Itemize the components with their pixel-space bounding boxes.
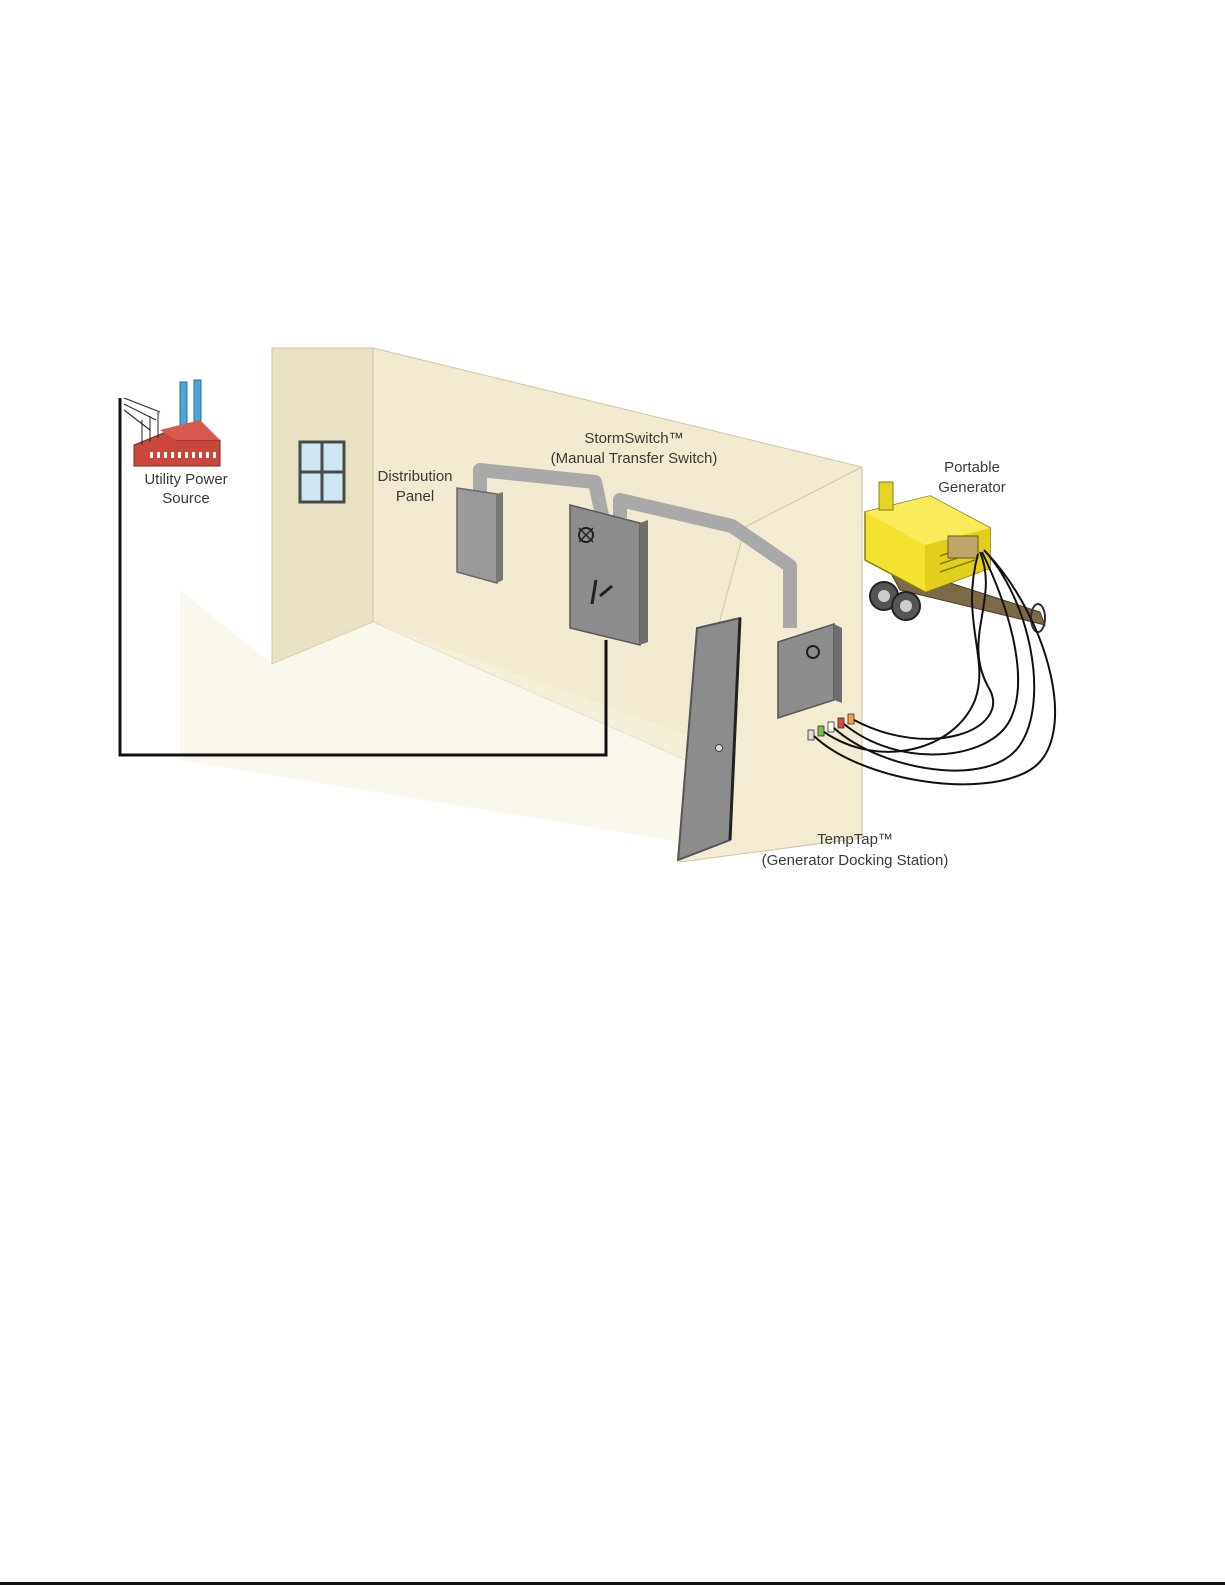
window-icon — [300, 442, 344, 502]
stormswitch-label-line1: StormSwitch™ — [584, 430, 683, 447]
back-wall-left — [272, 348, 373, 664]
generator-label-line1: Portable — [944, 459, 1000, 476]
generator-icon — [865, 482, 1045, 632]
stormswitch-panel — [570, 505, 648, 645]
distribution-label-line1: Distribution — [377, 468, 452, 485]
stormswitch-label-line2: (Manual Transfer Switch) — [551, 450, 718, 467]
utility-label-line1: Utility Power — [144, 471, 227, 488]
temptap-label-line2: (Generator Docking Station) — [762, 852, 949, 869]
temptap-label-line1: TempTap™ — [817, 831, 893, 848]
utility-label-line2: Source — [162, 490, 210, 507]
generator-label-line2: Generator — [938, 479, 1006, 496]
factory-icon — [134, 380, 220, 466]
distribution-label-line2: Panel — [396, 488, 434, 505]
distribution-panel — [457, 488, 503, 583]
